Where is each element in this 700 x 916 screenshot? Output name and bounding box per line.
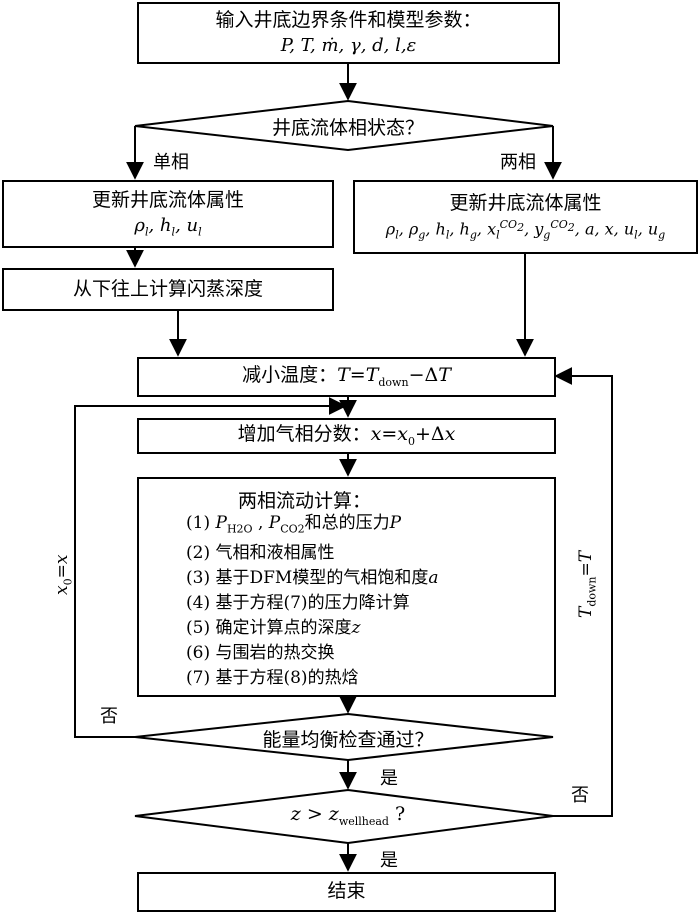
- two-update-title: 更新井底流体属性: [449, 191, 602, 214]
- two-phase-calc-steps: (1) PH2O , PCO2和总的压力P (2) 气相和液相属性 (3) 基于…: [186, 511, 438, 691]
- arrow-depth-no-loop: [553, 367, 613, 817]
- reduce-temp-text: 减小温度：T=Tdown−ΔT: [242, 364, 451, 390]
- calc-step-7: (7) 基于方程(8)的热焓: [186, 668, 359, 689]
- energy-check-text: 能量均衡检查通过？: [262, 729, 434, 751]
- single-update-formula: ρl, hl, ul: [134, 214, 202, 239]
- calc-step-3: (3) 基于DFM模型的气相饱和度a: [186, 568, 439, 589]
- label-depth-yes: 是: [380, 850, 398, 871]
- end-node: 结束: [137, 872, 556, 912]
- end-text: 结束: [327, 880, 366, 903]
- depth-check-text: z > zwellhead ?: [290, 803, 406, 828]
- two-update-node: 更新井底流体属性 ρl, ρg, hl, hg, xlCO2, ygCO2, a…: [353, 180, 698, 254]
- input-formula: P, T, ṁ, γ, d, l,ε: [280, 34, 417, 56]
- increase-x-node: 增加气相分数：x=x0+Δx: [137, 418, 556, 454]
- calc-step-1: (1) PH2O , PCO2和总的压力P: [186, 513, 402, 536]
- two-phase-calc-title: 两相流动计算：: [238, 490, 372, 512]
- single-update-node: 更新井底流体属性 ρl, hl, ul: [2, 180, 334, 248]
- label-depth-no: 否: [571, 785, 589, 806]
- input-title: 输入井底边界条件和模型参数：: [215, 8, 482, 31]
- phase-check-text: 井底流体相状态？: [271, 117, 424, 139]
- calc-step-4: (4) 基于方程(7)的压力降计算: [186, 593, 410, 614]
- phase-check-diamond: [134, 99, 554, 152]
- label-single-phase: 单相: [153, 152, 189, 173]
- label-energy-no: 否: [100, 706, 118, 727]
- label-two-phase: 两相: [500, 152, 536, 173]
- input-node: 输入井底边界条件和模型参数： P, T, ṁ, γ, d, l,ε: [137, 2, 560, 64]
- two-phase-calc-node: [137, 477, 556, 697]
- arrow-energy-no-loop: [74, 397, 347, 738]
- two-update-formula: ρl, ρg, hl, hg, xlCO2, ygCO2, a, x, ul, …: [385, 217, 666, 242]
- increase-x-text: 增加气相分数：x=x0+Δx: [237, 423, 456, 449]
- label-loop-right: Tdown=T: [576, 550, 599, 618]
- calc-step-6: (6) 与围岩的热交换: [186, 643, 335, 664]
- label-loop-left: x0=x: [52, 554, 75, 595]
- flash-depth-text: 从下往上计算闪蒸深度: [72, 277, 263, 300]
- reduce-temp-node: 减小温度：T=Tdown−ΔT: [137, 357, 556, 397]
- calc-step-5: (5) 确定计算点的深度z: [186, 618, 361, 639]
- flash-depth-node: 从下往上计算闪蒸深度: [2, 268, 334, 311]
- single-update-title: 更新井底流体属性: [91, 188, 244, 211]
- label-energy-yes: 是: [380, 768, 398, 789]
- calc-step-2: (2) 气相和液相属性: [186, 543, 335, 564]
